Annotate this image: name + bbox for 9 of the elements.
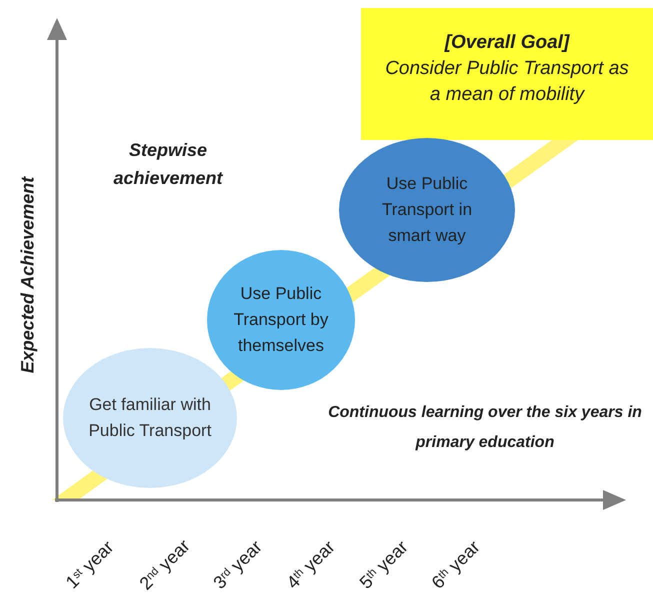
step-text: Use Public Transport by themselves: [232, 283, 330, 357]
annotation-text: Stepwise achievement: [112, 139, 224, 190]
goal-heading: [Overall Goal]: [444, 31, 570, 55]
goal-box: [361, 8, 653, 140]
axis-title: Expected Achievement: [16, 176, 38, 374]
step-text: Use Public Transport in smart way: [380, 173, 474, 247]
step-text: Get familiar with Public Transport: [88, 394, 212, 442]
annotation-text: Continuous learning over the six years in primary education: [327, 403, 643, 453]
step-text: Consider Public Transport as a mean of mobility: [384, 57, 630, 107]
